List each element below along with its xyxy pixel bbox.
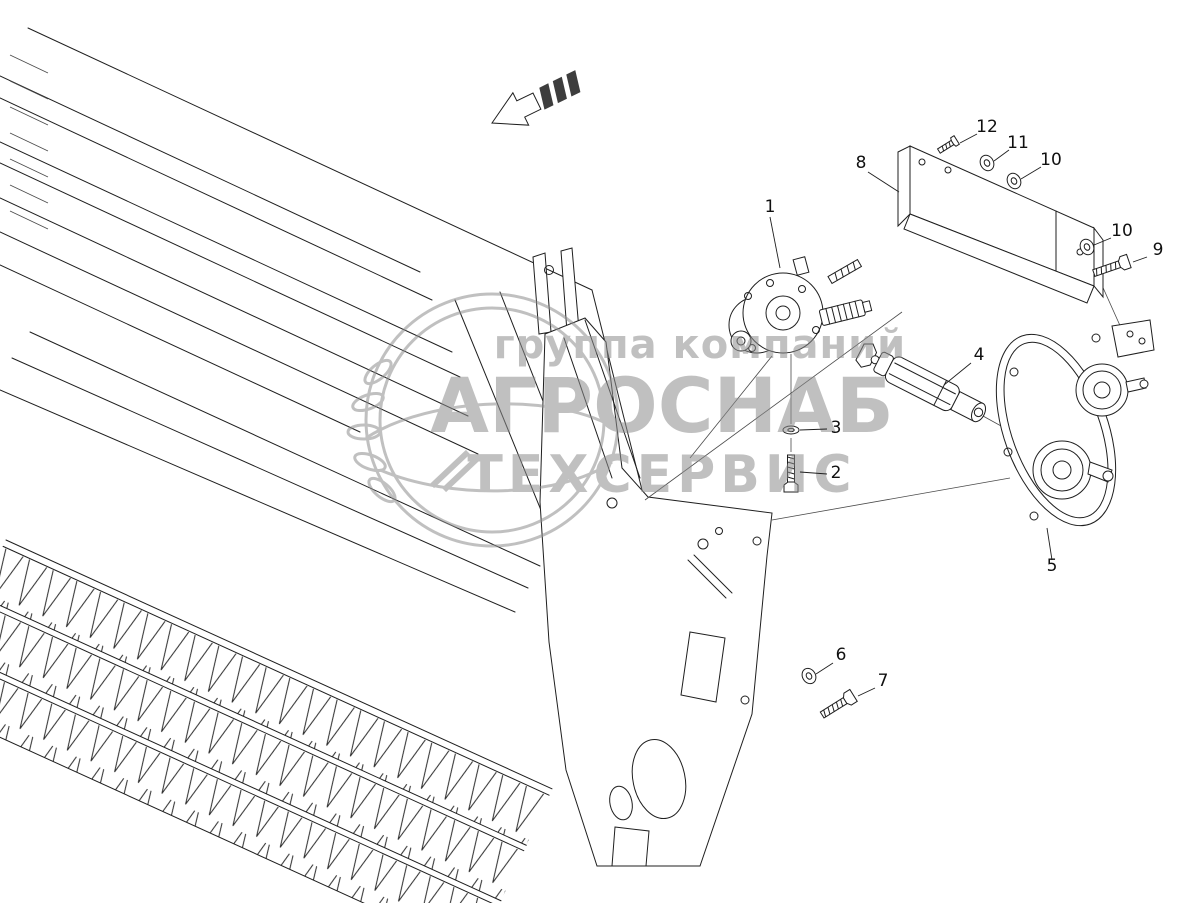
watermark-line2: АГРОСНАБ — [430, 361, 894, 450]
callout-2: 2 — [831, 463, 842, 483]
watermark-line1: группа компаний — [494, 322, 906, 368]
callout-labels: 1 2 3 4 5 6 7 8 9 10 10 11 12 — [765, 117, 1164, 691]
callout-7: 7 — [878, 671, 889, 691]
belt-drive-upper-pulley — [1075, 363, 1149, 417]
belt-drive-lower-pulley — [1032, 440, 1114, 500]
gearbox-output-spline-shaft — [818, 299, 873, 326]
guard-part-8 — [897, 145, 1104, 304]
callout-1: 1 — [765, 197, 776, 217]
callout-4: 4 — [974, 345, 985, 365]
watermark: группа компаний АГРОСНАБ ТЕХСЕРВИС — [346, 292, 906, 548]
watermark-line3: ТЕХСЕРВИС — [467, 445, 856, 505]
leader-lines — [769, 133, 1148, 697]
gearbox-input-shaft-end — [730, 330, 752, 352]
callout-10-right: 10 — [1111, 221, 1133, 241]
callout-3: 3 — [831, 418, 842, 438]
callout-11: 11 — [1007, 133, 1029, 153]
callout-9: 9 — [1153, 240, 1164, 260]
drive-shaft-part-4 — [855, 343, 987, 423]
washer-part-6 — [798, 665, 820, 687]
pickup-reel — [0, 539, 553, 903]
screw-part-12 — [935, 135, 960, 156]
washer-part-10-top — [1004, 170, 1024, 192]
callout-8: 8 — [856, 153, 867, 173]
washer-part-3 — [782, 425, 800, 435]
travel-direction-arrow-icon — [491, 70, 581, 126]
callout-12: 12 — [976, 117, 998, 137]
gearbox-threaded-stud — [827, 258, 863, 285]
bolt-part-7 — [817, 688, 858, 722]
watermark-emblem-icon — [346, 292, 620, 548]
belt-drive-part-5 — [995, 319, 1155, 527]
belt-drive-top-bracket — [1111, 319, 1155, 358]
callout-10-top: 10 — [1040, 150, 1062, 170]
callout-6: 6 — [836, 645, 847, 665]
gearbox-part-1 — [728, 256, 873, 354]
callout-5: 5 — [1047, 556, 1058, 576]
washer-part-11 — [977, 152, 997, 174]
assembly-axis-lines — [644, 251, 1123, 521]
